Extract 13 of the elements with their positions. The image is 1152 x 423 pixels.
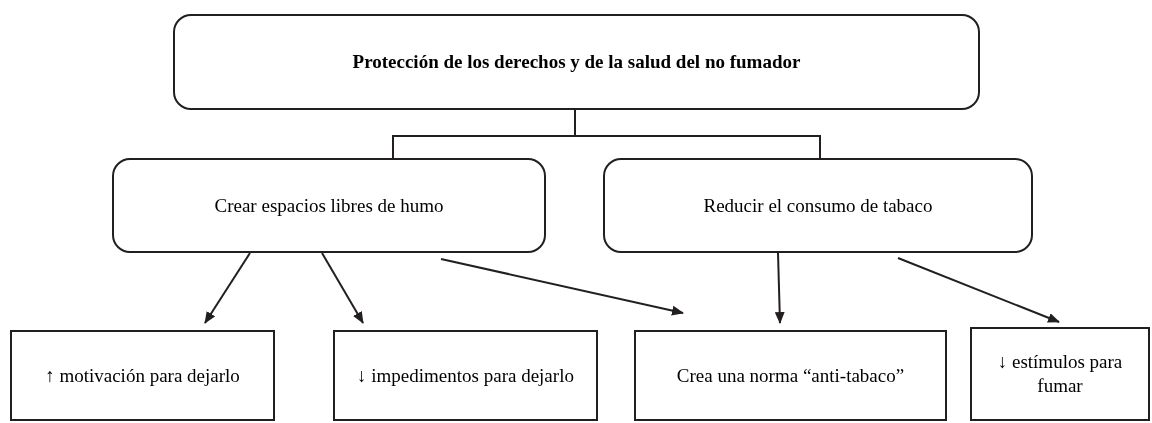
box: Crea una norma “anti-tabaco”	[634, 330, 947, 421]
rounded-box: Crear espacios libres de humo	[112, 158, 546, 253]
rounded-box: Reducir el consumo de tabaco	[603, 158, 1033, 253]
connector-line	[574, 109, 821, 159]
box: ↓ impedimentos para dejarlo	[333, 330, 598, 421]
box: ↑ motivación para dejarlo	[10, 330, 275, 421]
rounded-box: Protección de los derechos y de la salud del no fumador	[173, 14, 980, 110]
arrow	[774, 252, 785, 324]
arrow	[204, 252, 251, 324]
box: ↓ estímulos para fumar	[970, 327, 1150, 421]
arrow	[897, 257, 1060, 323]
arrow	[440, 258, 684, 316]
arrow	[321, 252, 364, 324]
